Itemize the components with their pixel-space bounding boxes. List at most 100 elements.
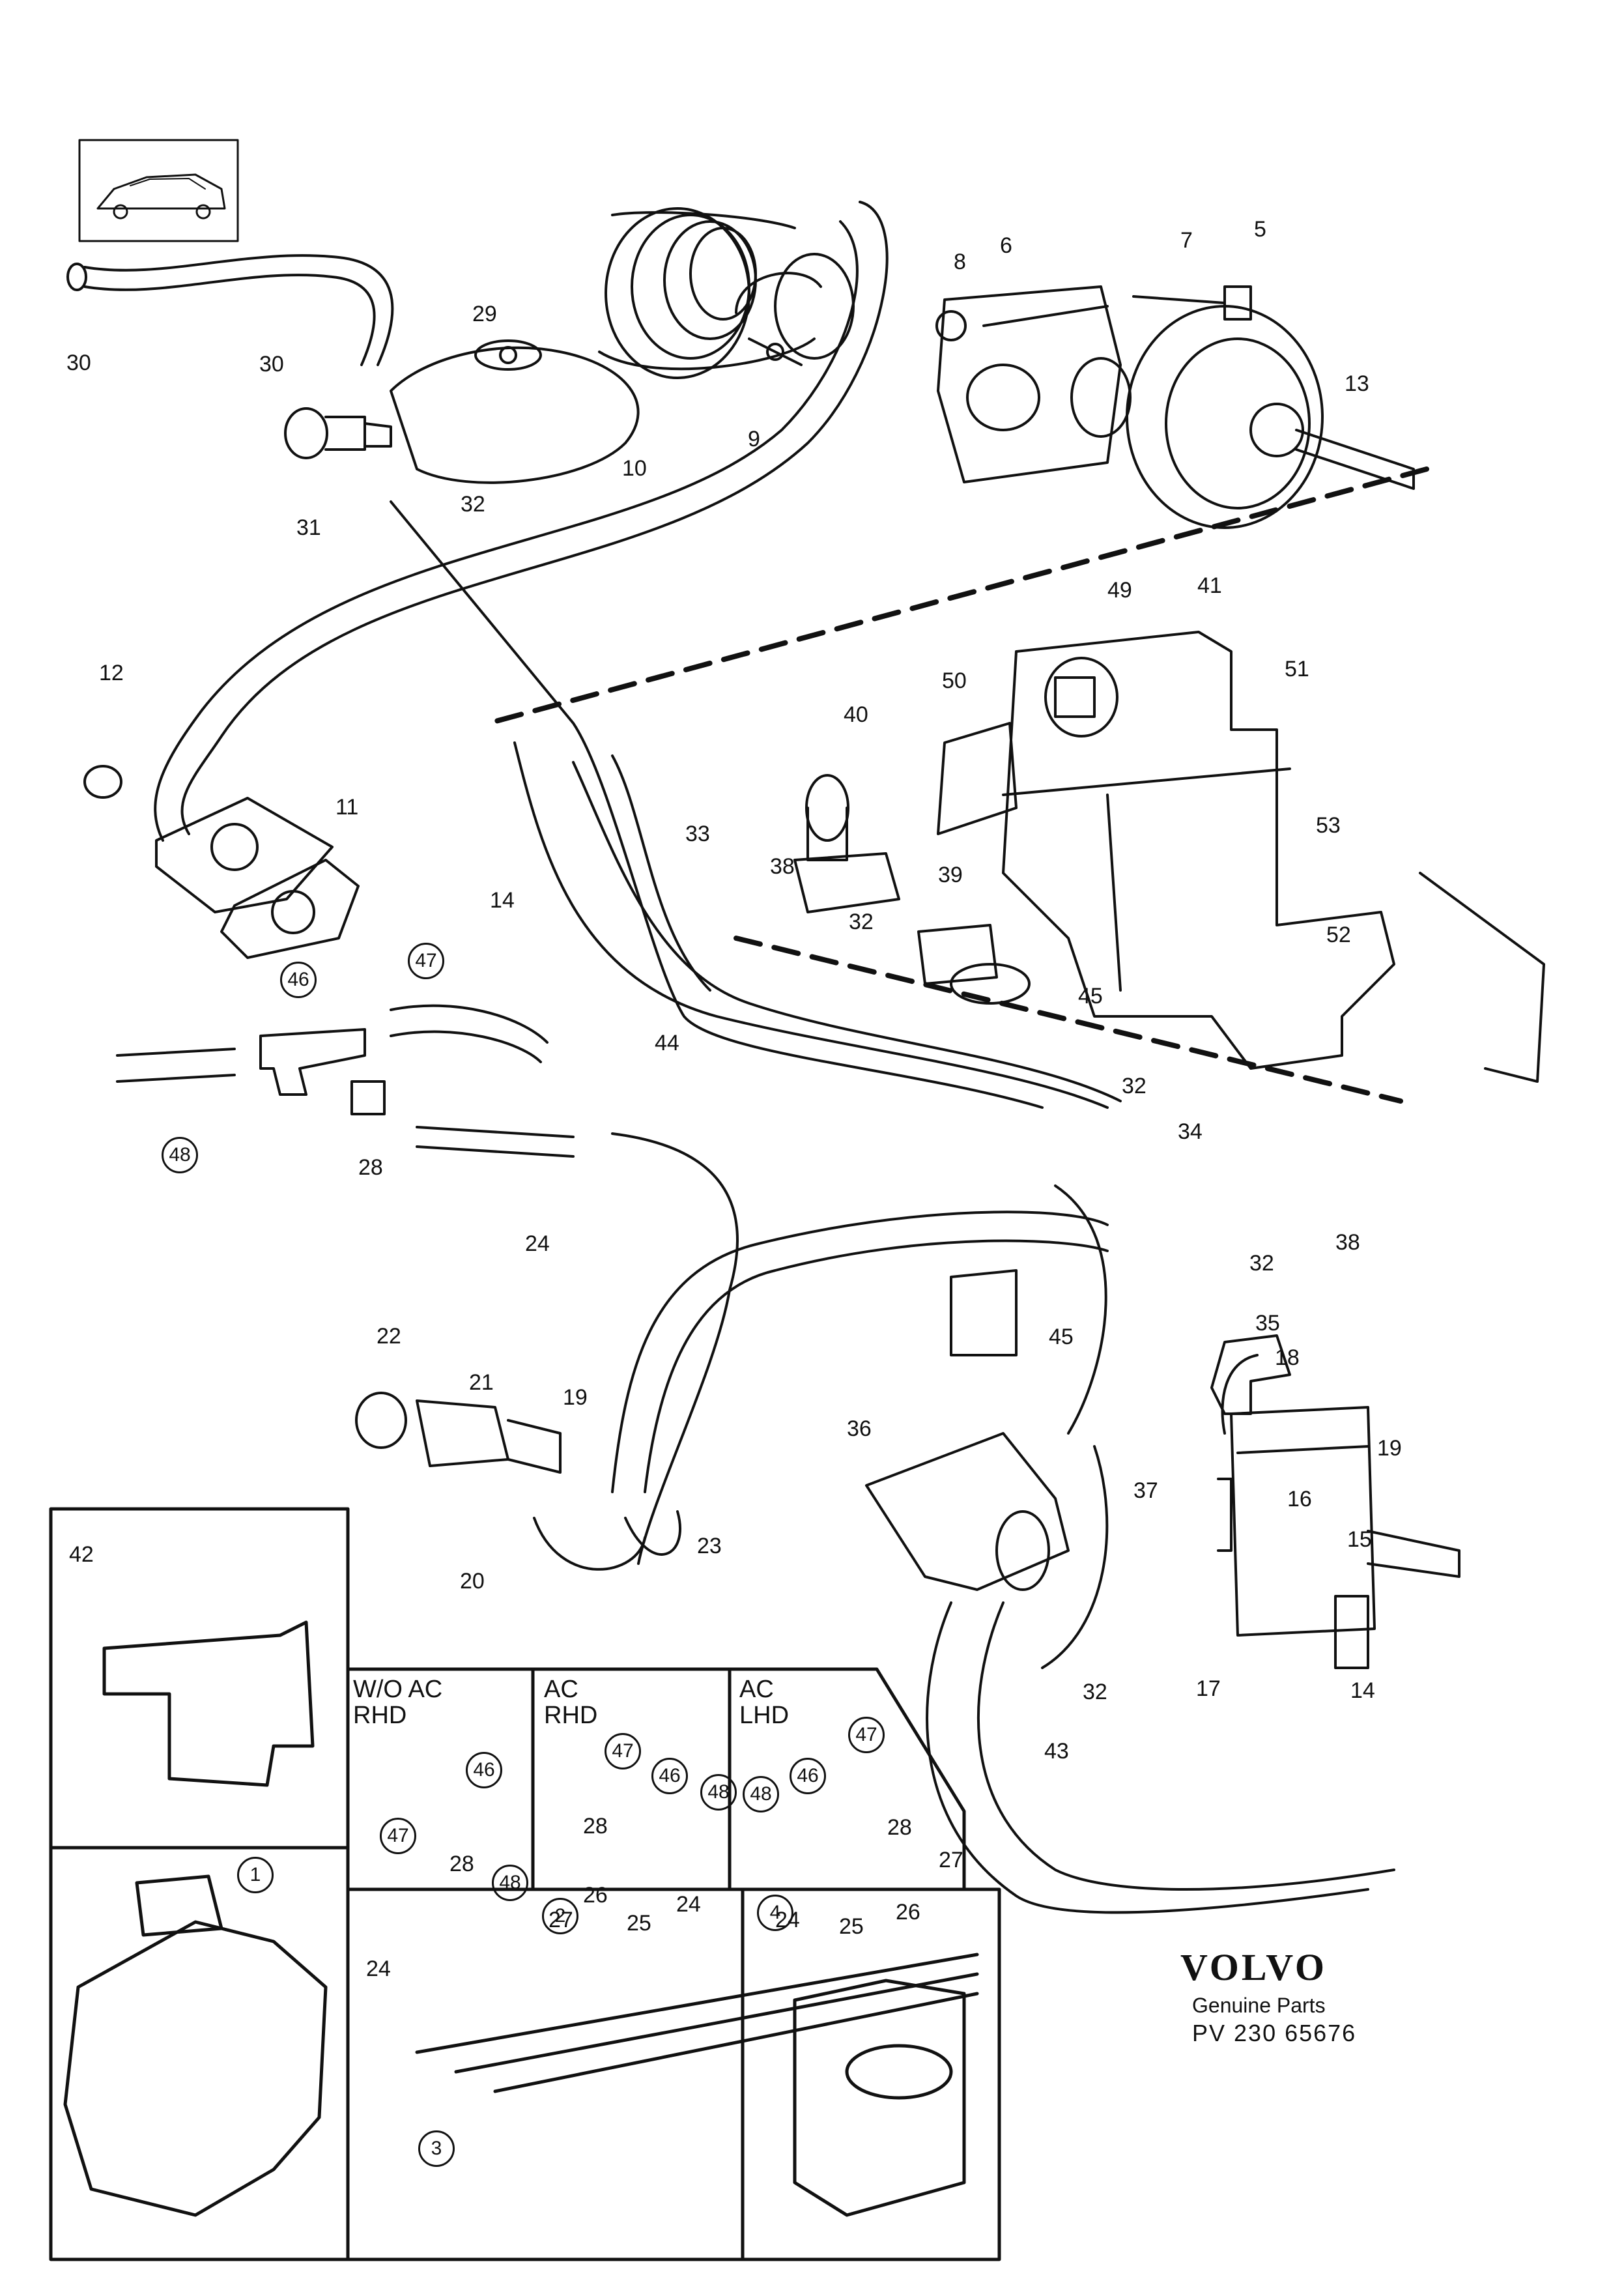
inset2-callout-47: 47 <box>605 1733 641 1769</box>
vacuum-transducer-39 <box>793 722 1031 1005</box>
callout-34: 34 <box>1178 1119 1203 1144</box>
corrugated-hose-43 <box>926 1184 1395 1914</box>
vacuum-line-32 <box>390 500 1044 1109</box>
solenoid-valve-16 <box>1217 1354 1460 1669</box>
hose-19 <box>611 1210 1109 1493</box>
callout-32c: 32 <box>1122 1074 1147 1098</box>
inset-1 <box>49 1846 350 2261</box>
callout-44: 44 <box>655 1031 679 1055</box>
callout-10: 10 <box>622 456 647 481</box>
inset-header-ac-rhd: AC RHD <box>544 1676 598 1729</box>
callout-15: 15 <box>1347 1527 1372 1552</box>
flange-gasket-11 <box>155 797 360 959</box>
callout-13: 13 <box>1345 371 1369 396</box>
inset1-callout-24: 24 <box>366 1956 391 1981</box>
elbow-18 <box>1210 1334 1291 1415</box>
hose-10 <box>154 201 889 842</box>
bracket-36 <box>865 1269 1070 1591</box>
car-thumbnail <box>78 139 239 242</box>
callout-22: 22 <box>377 1324 401 1349</box>
inset2-callout-26: 26 <box>583 1883 608 1908</box>
inset2-callout-46: 46 <box>651 1758 688 1794</box>
callout-14a: 14 <box>490 888 515 913</box>
callout-46-circled: 46 <box>280 962 317 998</box>
callout-45a: 45 <box>1078 984 1103 1009</box>
callout-17: 17 <box>1196 1676 1221 1701</box>
inset1-callout-28: 28 <box>449 1852 474 1876</box>
callout-45b: 45 <box>1049 1325 1074 1349</box>
inset-header-wo-ac-rhd: W/O AC RHD <box>353 1676 443 1729</box>
callout-32a: 32 <box>461 492 485 517</box>
callout-1-circled: 1 <box>237 1857 274 1893</box>
callout-37: 37 <box>1133 1478 1158 1503</box>
callout-24: 24 <box>525 1231 550 1256</box>
callout-11: 11 <box>335 795 359 820</box>
callout-40: 40 <box>844 702 868 727</box>
callout-4-circled: 4 <box>757 1895 793 1931</box>
inset3-callout-46: 46 <box>790 1758 826 1794</box>
callout-32d: 32 <box>1249 1251 1274 1276</box>
callout-19a: 19 <box>563 1385 588 1410</box>
callout-31: 31 <box>296 515 321 540</box>
callout-47-circled: 47 <box>408 943 444 979</box>
volvo-logo: VOLVO <box>1180 1946 1328 1988</box>
callout-29: 29 <box>472 302 497 326</box>
inset1-callout-48: 48 <box>492 1865 528 1901</box>
vacuum-valve-31 <box>284 339 640 484</box>
inset2-callout-27: 27 <box>548 1908 573 1932</box>
genuine-parts-label: Genuine Parts <box>1192 1994 1326 2017</box>
bracket-41 <box>1002 631 1545 1083</box>
callout-5: 5 <box>1254 217 1266 242</box>
hose-14-33 <box>513 741 1122 1109</box>
callout-35: 35 <box>1255 1311 1280 1336</box>
callout-38b: 38 <box>1335 1230 1360 1255</box>
inset-42 <box>49 1507 350 1850</box>
inset2-callout-48: 48 <box>700 1774 737 1811</box>
callout-30b: 30 <box>259 352 284 377</box>
inset2-callout-25: 25 <box>627 1911 651 1936</box>
callout-9: 9 <box>748 427 760 451</box>
bolt-7 <box>1132 285 1252 321</box>
inset3-callout-25: 25 <box>839 1914 864 1939</box>
callout-8: 8 <box>954 250 966 274</box>
dashed-outline <box>486 466 1429 1104</box>
inset-2-4 <box>346 1887 1001 2261</box>
sensor-21 <box>355 1392 562 1474</box>
corrugated-boot <box>598 207 855 379</box>
callout-32b: 32 <box>849 910 874 934</box>
callout-36: 36 <box>847 1416 872 1441</box>
callout-18: 18 <box>1275 1345 1300 1370</box>
nut-8 <box>935 310 967 341</box>
callout-53: 53 <box>1316 813 1341 838</box>
inset1-callout-46: 46 <box>466 1752 502 1788</box>
callout-19b: 19 <box>1377 1436 1402 1461</box>
inset1-callout-47: 47 <box>380 1818 416 1854</box>
callout-28: 28 <box>358 1155 383 1180</box>
inset3-callout-26: 26 <box>896 1900 920 1925</box>
callout-49: 49 <box>1107 578 1132 603</box>
callout-30a: 30 <box>66 351 91 375</box>
inset3-callout-27: 27 <box>939 1848 963 1872</box>
inset3-callout-47: 47 <box>848 1717 885 1753</box>
diagram-code: PV 230 65676 <box>1192 2020 1357 2046</box>
callout-39: 39 <box>938 863 963 887</box>
egr-valve-5 <box>937 285 1415 529</box>
callout-50: 50 <box>942 668 967 693</box>
callout-33: 33 <box>685 822 710 846</box>
callout-14b: 14 <box>1350 1678 1375 1703</box>
inset2-callout-28: 28 <box>583 1814 608 1839</box>
callout-20: 20 <box>460 1569 485 1594</box>
callout-38a: 38 <box>770 854 795 879</box>
callout-42: 42 <box>69 1542 94 1567</box>
inset3-callout-48: 48 <box>743 1776 779 1812</box>
t-piece-46 <box>116 1004 548 1115</box>
callout-32e: 32 <box>1083 1680 1107 1704</box>
nut-12 <box>83 765 122 799</box>
inset3-callout-28: 28 <box>887 1815 912 1840</box>
callout-7: 7 <box>1180 228 1193 253</box>
callout-6: 6 <box>1000 233 1012 258</box>
callout-43: 43 <box>1044 1739 1069 1764</box>
callout-2-circled: 2 <box>542 1898 578 1934</box>
callout-12: 12 <box>99 661 124 685</box>
callout-51: 51 <box>1285 657 1309 681</box>
